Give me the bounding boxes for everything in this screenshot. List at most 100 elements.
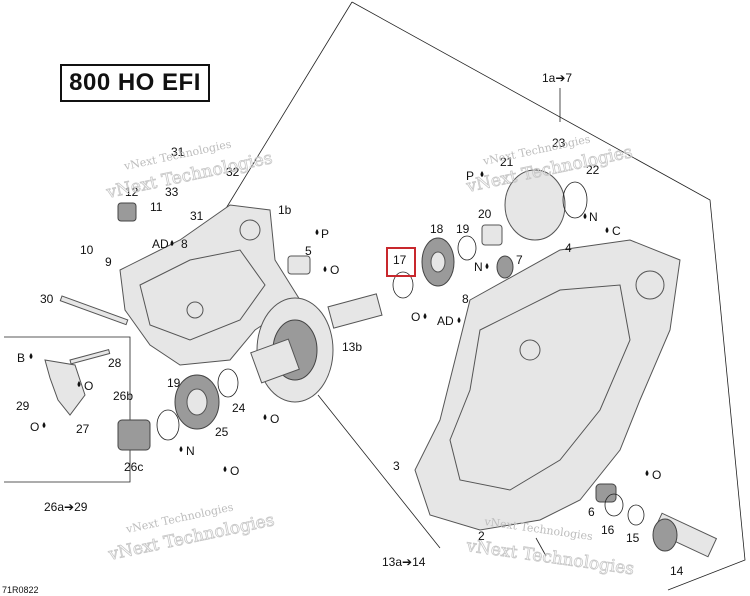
shaft-14 xyxy=(652,512,718,558)
bushing-5 xyxy=(287,255,311,275)
label-14: 14 xyxy=(670,564,684,578)
svg-text:AD: AD xyxy=(152,237,169,251)
lube-n-left: N xyxy=(179,444,195,458)
part-labels: 1a➔7 1b 2 3 4 5 6 7 8 8 9 10 11 12 13a➔1… xyxy=(16,71,684,578)
bearing-6 xyxy=(595,483,617,503)
label-4: 4 xyxy=(565,241,572,255)
svg-text:N: N xyxy=(474,260,483,274)
washer-16 xyxy=(604,493,624,517)
group-outline xyxy=(4,1,746,591)
label-25: 25 xyxy=(215,425,229,439)
cover-21 xyxy=(504,169,566,241)
model-title: 800 HO EFI xyxy=(69,69,201,96)
o-ring-19-left xyxy=(156,409,180,441)
svg-text:C: C xyxy=(612,224,621,238)
label-28: 28 xyxy=(108,356,122,370)
svg-text:O: O xyxy=(230,464,239,478)
svg-text:AD: AD xyxy=(437,314,454,328)
o-ring-19-right xyxy=(457,235,477,261)
label-10: 10 xyxy=(80,243,94,257)
label-2: 2 xyxy=(478,529,485,543)
label-1b: 1b xyxy=(278,203,292,217)
svg-text:P: P xyxy=(321,227,329,241)
bearing-18 xyxy=(421,237,455,287)
seal-7 xyxy=(496,255,514,279)
lube-ad-left: AD xyxy=(152,237,174,251)
label-19-left: 19 xyxy=(167,376,181,390)
label-23: 23 xyxy=(552,136,566,150)
bearing-25 xyxy=(174,374,220,430)
lube-p-upper: P xyxy=(466,169,484,183)
lube-p-left: P xyxy=(315,227,329,241)
lube-n-mid: N xyxy=(474,260,489,274)
lube-o-gear: O xyxy=(263,412,279,426)
crankcase-left-half xyxy=(119,204,301,366)
label-16: 16 xyxy=(601,523,615,537)
label-21: 21 xyxy=(500,155,514,169)
label-13a14: 13a➔14 xyxy=(382,555,426,569)
lube-o-fork: O xyxy=(77,379,93,393)
label-29: 29 xyxy=(16,399,30,413)
label-12: 12 xyxy=(125,185,139,199)
lube-o-bearing25: O xyxy=(223,464,239,478)
svg-text:O: O xyxy=(84,379,93,393)
label-11: 11 xyxy=(150,200,163,214)
label-7: 7 xyxy=(516,253,523,267)
label-32: 32 xyxy=(226,165,240,179)
svg-text:O: O xyxy=(270,412,279,426)
label-26c: 26c xyxy=(124,460,143,474)
svg-text:P: P xyxy=(466,169,474,183)
label-22: 22 xyxy=(586,163,600,177)
sleeve-26c xyxy=(117,419,151,451)
washer-15 xyxy=(627,504,645,526)
lube-o-sleeve: O xyxy=(30,420,46,434)
svg-text:O: O xyxy=(411,310,420,324)
svg-text:N: N xyxy=(589,210,598,224)
svg-text:O: O xyxy=(330,263,339,277)
lubricant-codes: P P N N N C O O AD AD O O O O B O xyxy=(17,169,661,482)
label-31-mid: 31 xyxy=(190,209,204,223)
lube-o-washer: O xyxy=(411,310,427,324)
label-30: 30 xyxy=(40,292,54,306)
label-5: 5 xyxy=(305,244,312,258)
svg-text:B: B xyxy=(17,351,25,365)
label-3: 3 xyxy=(393,459,400,473)
gear-13b xyxy=(250,293,383,403)
label-13b: 13b xyxy=(342,340,362,354)
label-26a29: 26a➔29 xyxy=(44,500,88,514)
label-20: 20 xyxy=(478,207,492,221)
bushing-20 xyxy=(481,224,503,246)
svg-text:N: N xyxy=(186,444,195,458)
label-17: 17 xyxy=(393,253,407,267)
label-15: 15 xyxy=(626,531,640,545)
washer-17 xyxy=(392,271,414,299)
lube-o-bushing5: O xyxy=(323,263,339,277)
figure-code: 71R0822 xyxy=(2,585,39,595)
lube-o-lower: O xyxy=(645,468,661,482)
label-26b: 26b xyxy=(113,389,133,403)
lube-b: B xyxy=(17,351,33,365)
label-8-left: 8 xyxy=(181,237,188,251)
lube-n-right: N xyxy=(583,210,598,224)
lube-ad-right: AD xyxy=(437,314,461,328)
label-31-top: 31 xyxy=(171,145,185,159)
plug-12 xyxy=(117,202,137,222)
label-18: 18 xyxy=(430,222,444,236)
gasket-22 xyxy=(562,181,588,219)
label-1a7: 1a➔7 xyxy=(542,71,572,85)
crankcase-right-half xyxy=(414,239,681,531)
label-27: 27 xyxy=(76,422,90,436)
label-33: 33 xyxy=(165,185,179,199)
label-6: 6 xyxy=(588,505,595,519)
svg-text:O: O xyxy=(652,468,661,482)
circlip-24 xyxy=(217,368,239,398)
svg-text:O: O xyxy=(30,420,39,434)
bolt-30 xyxy=(59,295,129,326)
highlighted-part-box[interactable] xyxy=(386,247,416,277)
model-title-box: 800 HO EFI xyxy=(60,64,210,102)
lube-c: C xyxy=(605,224,621,238)
label-19-right: 19 xyxy=(456,222,470,236)
label-24: 24 xyxy=(232,401,246,415)
label-9: 9 xyxy=(105,255,112,269)
